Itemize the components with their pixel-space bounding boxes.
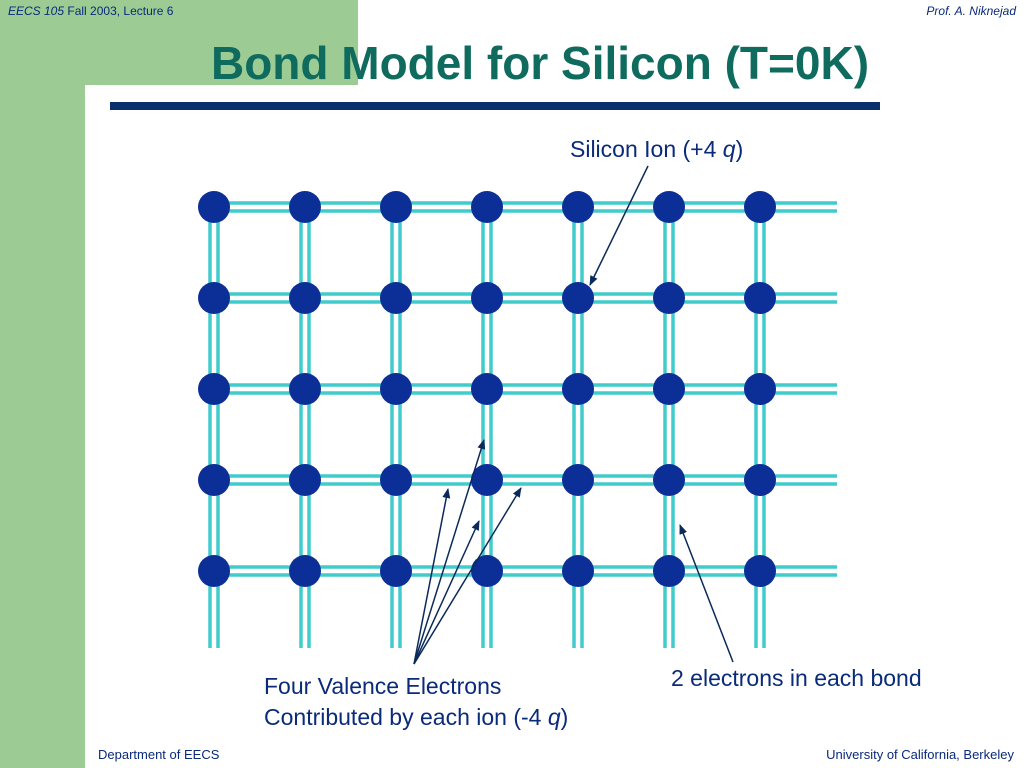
- silicon-ion: [289, 555, 321, 587]
- valence-electron-arrow: [413, 487, 522, 665]
- bond-electrons-arrow: [679, 524, 734, 663]
- annotation-arrows: [413, 165, 734, 665]
- silicon-ion: [744, 282, 776, 314]
- silicon-ion: [198, 191, 230, 223]
- silicon-ion: [198, 464, 230, 496]
- silicon-ion: [198, 555, 230, 587]
- silicon-ion-charge-symbol: q: [722, 136, 736, 162]
- silicon-ion: [471, 464, 503, 496]
- valence-label-line1: Four Valence Electrons: [264, 673, 502, 699]
- valence-electron-arrow: [413, 488, 451, 665]
- silicon-ion: [653, 464, 685, 496]
- valence-electron-arrow: [413, 520, 480, 665]
- silicon-ion: [289, 464, 321, 496]
- footer-university: University of California, Berkeley: [826, 747, 1014, 762]
- header-course: EECS 105 Fall 2003, Lecture 6: [8, 4, 173, 18]
- valence-electron-arrow: [413, 439, 486, 665]
- silicon-ion: [653, 373, 685, 405]
- valence-charge-symbol: q: [547, 704, 561, 730]
- silicon-ion-label-close: ): [735, 136, 744, 162]
- silicon-ion: [380, 191, 412, 223]
- content-panel: [85, 85, 1024, 768]
- silicon-ions: [198, 191, 776, 587]
- silicon-ion: [198, 373, 230, 405]
- slide-title: Bond Model for Silicon (T=0K): [210, 37, 870, 89]
- silicon-ion: [289, 191, 321, 223]
- header-course-term: Fall 2003, Lecture 6: [64, 4, 174, 18]
- silicon-ion: [562, 191, 594, 223]
- silicon-ion-arrow: [589, 165, 649, 286]
- silicon-ion: [380, 282, 412, 314]
- footer-department: Department of EECS: [98, 747, 220, 762]
- silicon-ion: [380, 555, 412, 587]
- silicon-ion-label-text: Silicon Ion (+4: [570, 136, 723, 162]
- title-underline: [110, 102, 880, 110]
- silicon-ion: [744, 555, 776, 587]
- silicon-ion: [471, 191, 503, 223]
- valence-label-line2: Contributed by each ion (-4 q): [264, 704, 568, 731]
- silicon-ion: [471, 555, 503, 587]
- silicon-ion: [380, 373, 412, 405]
- left-band: [0, 0, 85, 768]
- silicon-ion: [562, 373, 594, 405]
- silicon-ion-label: Silicon Ion (+4 q): [570, 136, 743, 163]
- silicon-ion: [562, 282, 594, 314]
- silicon-ion: [653, 191, 685, 223]
- silicon-ion: [471, 373, 503, 405]
- silicon-ion: [744, 191, 776, 223]
- header-author: Prof. A. Niknejad: [926, 4, 1016, 18]
- silicon-ion: [198, 282, 230, 314]
- silicon-ion: [562, 555, 594, 587]
- silicon-ion: [289, 282, 321, 314]
- silicon-ion: [744, 464, 776, 496]
- silicon-ion: [471, 282, 503, 314]
- silicon-ion: [380, 464, 412, 496]
- silicon-ion: [744, 373, 776, 405]
- silicon-ion: [653, 555, 685, 587]
- valence-label-line2-close: ): [560, 704, 569, 730]
- bond-electrons-label: 2 electrons in each bond: [671, 665, 922, 691]
- silicon-ion: [562, 464, 594, 496]
- silicon-ion: [653, 282, 685, 314]
- silicon-ion: [289, 373, 321, 405]
- header-course-number: EECS 105: [8, 4, 65, 18]
- valence-label-line2-text: Contributed by each ion (-4: [264, 704, 548, 730]
